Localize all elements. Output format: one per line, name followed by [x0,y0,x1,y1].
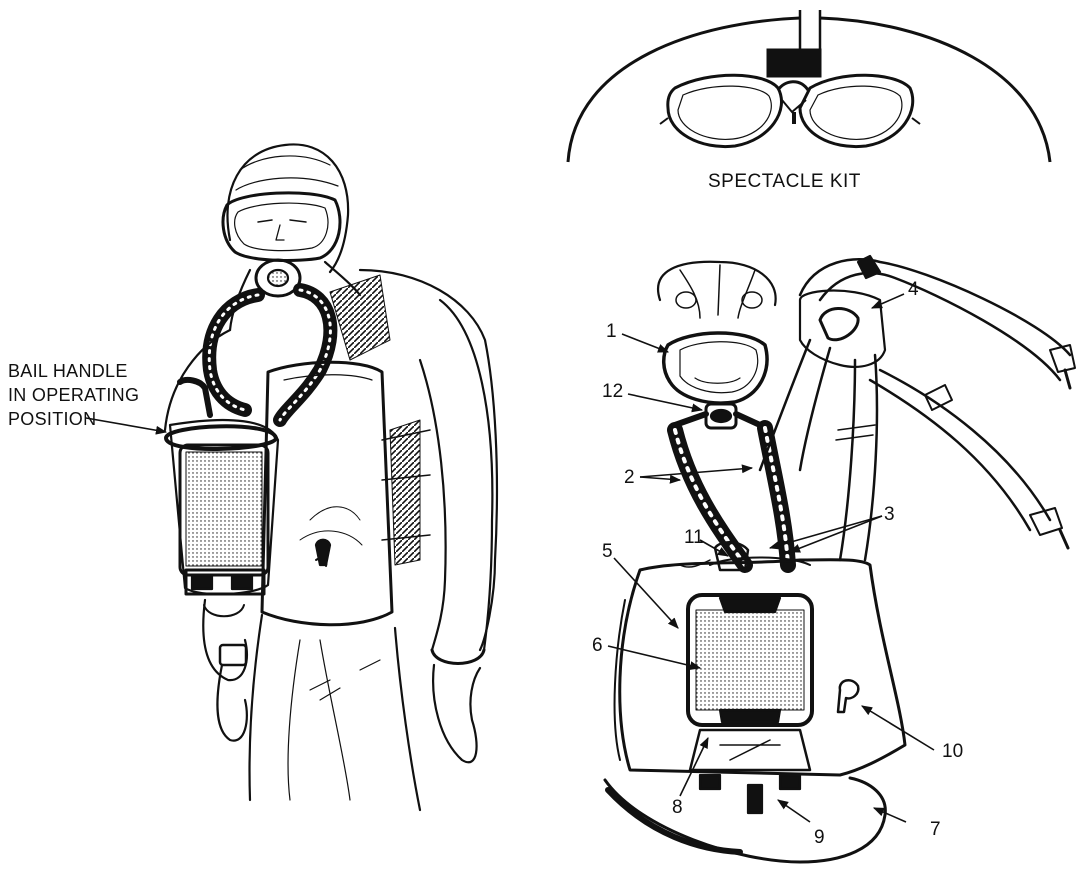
callout-9: 9 [814,828,825,847]
callout-12: 12 [602,382,623,401]
callout-11: 11 [684,528,704,547]
apparatus-assembly-drawing [605,256,1075,862]
callout-3: 3 [884,505,895,524]
callout-1: 1 [606,322,617,341]
callout-2: 2 [624,468,635,487]
bail-handle-label-line-1: BAIL HANDLE [8,362,128,380]
bail-handle-label-line-3: POSITION [8,410,96,428]
bail-handle-label-line-2: IN OPERATING [8,386,139,404]
callout-8: 8 [672,798,683,817]
wearer-figure-drawing [165,144,497,810]
callout-4: 4 [908,280,919,299]
spectacle-kit-caption: SPECTACLE KIT [708,172,861,191]
callout-6: 6 [592,636,603,655]
callout-7: 7 [930,820,941,839]
callout-10: 10 [942,742,963,761]
callout-5: 5 [602,542,613,561]
spectacle-kit-drawing [568,10,1050,162]
